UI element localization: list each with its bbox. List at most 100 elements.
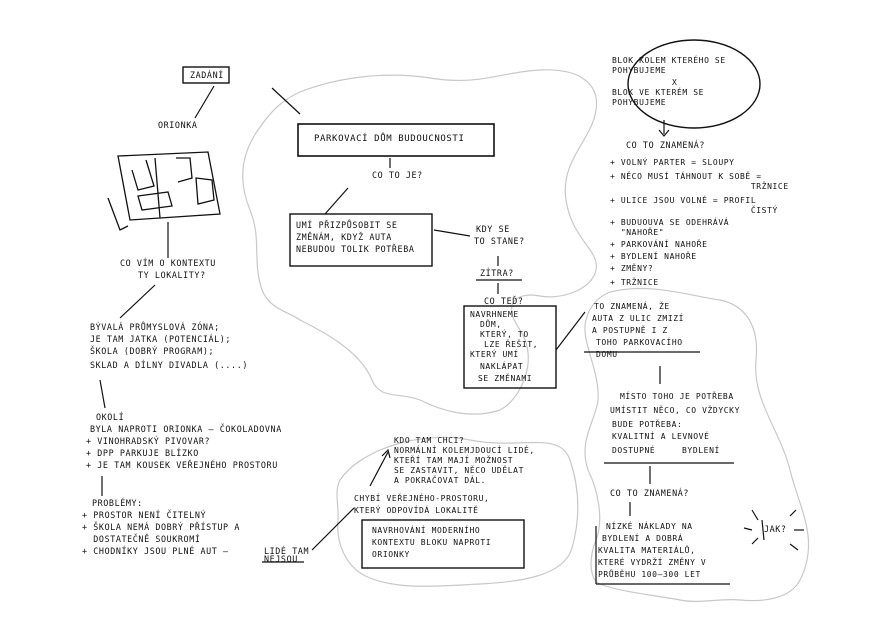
context-line2: je tam jatka (potenciál); <box>90 334 232 344</box>
list-item-2: + něco musí táhnout k sobě = <box>610 172 762 181</box>
kdo-tam-line1: kdo tam chci? <box>394 436 465 445</box>
navrhovani-line1: navrhování moderního <box>372 526 481 535</box>
znamena-ze-line2: auta z ulic zmizí <box>592 314 685 323</box>
connector-box-kdy <box>433 229 471 237</box>
blob-outline-right <box>584 287 810 603</box>
misto-line4: kvalitní a levnové <box>612 432 710 441</box>
znamena-ze-line3: a postupně i z <box>592 326 668 335</box>
blok-ellipse <box>627 39 761 129</box>
navrhneme-line1: navrhneme <box>470 310 519 319</box>
list-item-4: + ulice jsou volné = profil <box>610 196 757 205</box>
navrhneme-line5: který umí <box>470 350 519 359</box>
misto-line2: umístit něco, co vždycky <box>610 406 740 415</box>
bydleni-label: bydlení <box>682 446 720 455</box>
okoli-line4: + je tam kousek veřejného prostoru <box>86 460 278 470</box>
connector-zadani-title <box>271 87 301 115</box>
chybi-line2: který odpovídá lokalitě <box>354 506 479 515</box>
co-ted-label: co teď? <box>484 296 524 306</box>
kdy-se-line1: kdy se <box>476 224 510 234</box>
problems-heading: problémy: <box>92 498 143 508</box>
list-item-9: + bydlení nahoře <box>610 252 697 261</box>
navrhovani-line2: kontextu bloku naproti <box>372 538 492 547</box>
zitra-label: zítra? <box>480 268 514 278</box>
site-plan-sketch <box>107 151 221 231</box>
blob-outline-bottom <box>336 436 579 587</box>
nizsi-line1: nízké náklady na <box>606 522 693 531</box>
blob-outline <box>242 69 598 415</box>
context-line3: škola (dobrý program); <box>90 346 215 356</box>
problems-line3: dostatečně soukromí <box>82 534 201 544</box>
zadani-label: zadání <box>190 70 224 80</box>
blok-ve-line2: pohybujeme <box>612 98 667 107</box>
jak-label: jak? <box>764 524 787 534</box>
misto-line3: bude potřeba: <box>612 420 683 429</box>
list-item-3: tržnice <box>610 182 789 191</box>
nizsi-line2: bydlení a dobrá <box>602 534 684 543</box>
list-item-11: + tržnice <box>610 278 659 287</box>
co-to-znamena-2: co to znamená? <box>610 488 689 498</box>
co-to-znamena-1: co to znamená? <box>626 140 705 150</box>
connector-coto-box <box>324 187 349 215</box>
connector-nejsou-chybi <box>311 507 355 551</box>
nizsi-line4: které vydrží změny v <box>598 558 707 567</box>
list-item-6: + buduouva se odehrává <box>610 218 730 227</box>
navrhneme-line4: lze řešit, <box>484 340 539 349</box>
list-item-1: + volný parter = sloupy <box>610 158 735 167</box>
navrhneme-box <box>463 305 557 389</box>
list-item-5: čistý <box>610 206 778 215</box>
misto-line1: místo toho je potřeba <box>620 392 734 401</box>
nizsi-line3: kvalita materiálů, <box>598 546 696 555</box>
lide-tam-label: lidé tam <box>264 546 310 556</box>
connector-zadani-orionka <box>194 85 215 119</box>
zadani-box <box>182 66 230 84</box>
list-item-7: "nahoře" <box>610 228 665 237</box>
orionka-label: orionka <box>158 120 198 130</box>
navrhovani-box <box>361 519 525 569</box>
prizpusobit-box <box>289 213 433 267</box>
title-box <box>297 123 495 157</box>
kdo-tam-line4: se zastavit, něco udělat <box>394 466 524 475</box>
connector-chybi-kdo <box>369 451 389 487</box>
x-mark: x <box>672 78 678 87</box>
misto-line5: dostupné <box>612 446 656 455</box>
znamena-ze-line5: domu <box>596 350 618 359</box>
okoli-heading: okolí <box>96 412 125 422</box>
prizpusobit-line2: změnám, když auta <box>296 232 392 242</box>
okoli-line2: + vinohradský pivovar? <box>86 436 211 446</box>
context-line1: bývalá průmyslová zóna; <box>90 322 220 332</box>
list-item-8: + parkování nahoře <box>610 240 708 249</box>
okoli-line3: + dpp parkuje blízko <box>86 448 199 458</box>
blok-kolem-line2: pohybujeme <box>612 66 667 75</box>
nejsou-label: nejsou <box>264 554 298 564</box>
navrhneme-line7: se změnami <box>478 374 533 383</box>
connector-navrhneme-znamena <box>555 311 586 351</box>
arrowhead <box>658 129 670 137</box>
prizpusobit-line1: umí přizpůsobit se <box>296 220 398 230</box>
prizpusobit-line3: nebudou tolik potřeba <box>296 244 415 254</box>
navrhneme-line2: dům, <box>480 320 502 329</box>
co-to-je-label: co to je? <box>372 170 423 180</box>
jak-emphasis-strokes <box>743 509 804 551</box>
znamena-ze-line4: toho parkovacího <box>596 338 683 347</box>
problems-line1: + prostor není čitelný <box>82 510 207 520</box>
kdo-tam-line5: a pokračovat dál. <box>394 476 487 485</box>
okoli-line1: byla naproti orionka – čokoladovna <box>90 424 282 434</box>
context-question-line2: ty lokality? <box>138 270 206 280</box>
kdo-tam-line3: kteří tam mají možnost <box>394 456 514 465</box>
blok-kolem-line1: blok kolem kterého se <box>612 56 726 65</box>
context-question-line1: co vím o kontextu <box>120 258 216 268</box>
problems-line2: + škola nemá dobrý přístup a <box>82 522 240 532</box>
list-item-10: + změny? <box>610 264 654 273</box>
connector-question-context <box>119 284 156 319</box>
nizsi-line5: průběhu 100–300 let <box>598 570 701 579</box>
chybi-line1: chybí veřejného-prostoru, <box>354 494 490 503</box>
navrhneme-line3: který, to <box>480 330 529 339</box>
problems-line4: + chodníky jsou plné aut – <box>82 546 229 556</box>
kdy-se-line2: to stane? <box>474 236 525 246</box>
context-line4: sklad a dílny divadla (....) <box>90 360 248 370</box>
blok-ve-line1: blok ve kterém se <box>612 88 705 97</box>
connector-context-okoli <box>99 379 106 409</box>
arrowhead-kdo <box>381 448 391 459</box>
navrhneme-line6: naklápat <box>480 362 524 371</box>
